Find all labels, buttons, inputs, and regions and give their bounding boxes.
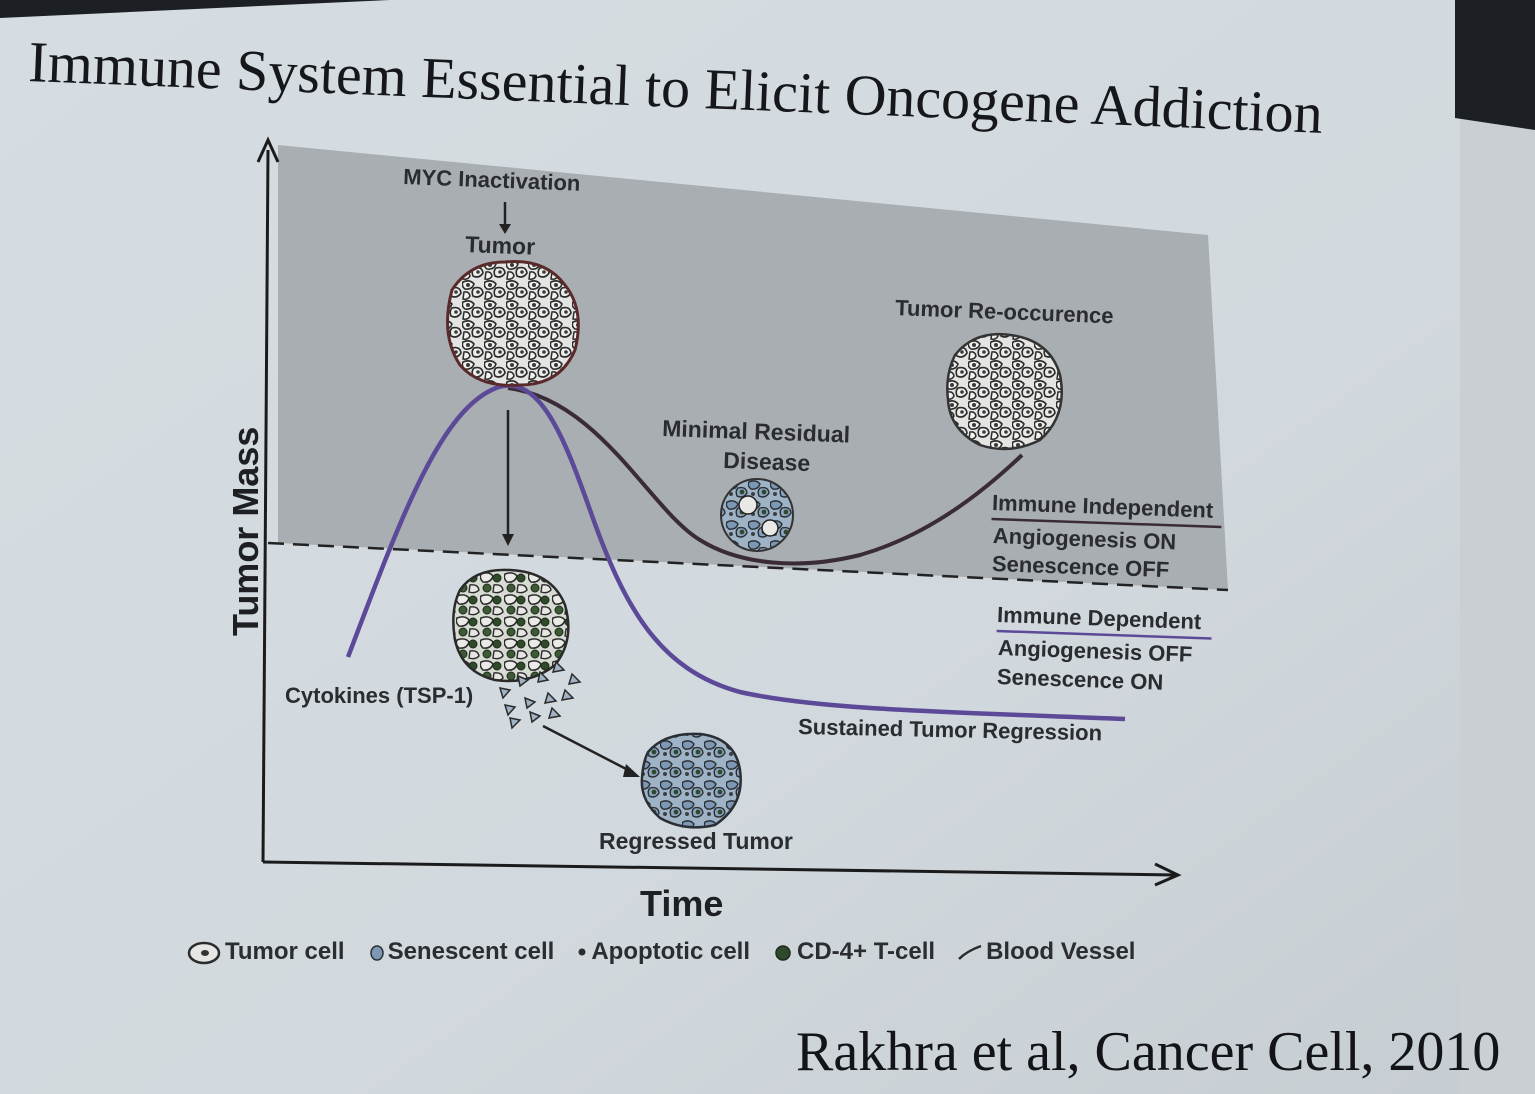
x-axis-label: Time: [640, 883, 723, 924]
immune-independent-curve: [507, 386, 1024, 566]
tumor-cell-icon: [187, 941, 221, 965]
cytokine-arrowhead: [623, 764, 640, 777]
immune-dependent-legend: Immune Dependent Angiogenesis OFF Senesc…: [996, 602, 1212, 695]
citation: Rakhra et al, Cancer Cell, 2010: [796, 1021, 1501, 1083]
x-axis: [262, 860, 1176, 877]
apoptotic-cell-icon: [578, 948, 586, 956]
cytokine-particles: [498, 660, 582, 730]
legend-senescent-cell: Senescent cell: [367, 938, 555, 966]
legend-blood-vessel-label: Blood Vessel: [986, 938, 1136, 965]
cytokine-arrow: [542, 724, 633, 774]
peak-down-arrowhead: [502, 534, 514, 546]
legend-tumor-cell-label: Tumor cell: [225, 938, 345, 965]
reoccurence-tumor-cluster: [946, 333, 1064, 451]
legend-apoptotic-cell: Apoptotic cell: [576, 938, 750, 966]
immune-independent-line2: Senescence OFF: [992, 551, 1170, 582]
legend-apoptotic-cell-label: Apoptotic cell: [591, 938, 751, 965]
y-axis-arrowhead: [256, 136, 280, 163]
threshold-dashed-line: [267, 541, 1229, 592]
cytokines-label: Cytokines (TSP-1): [285, 683, 473, 708]
legend-senescent-cell-label: Senescent cell: [387, 938, 555, 965]
immune-independent-legend: Immune Independent Angiogenesis ON Senes…: [991, 490, 1222, 582]
regressed-tumor-label: Regressed Tumor: [599, 828, 793, 854]
legend-cd4-tcell: CD-4+ T-cell: [772, 938, 935, 966]
cell-type-legend: Tumor cell Senescent cell Apoptotic cell…: [186, 938, 1157, 966]
legend-tumor-cell: Tumor cell: [186, 938, 345, 966]
tumor-label: Tumor: [465, 231, 536, 260]
immune-dependent-line2: Senescence ON: [997, 664, 1164, 695]
y-axis: [261, 149, 270, 863]
y-axis-label: Tumor Mass: [225, 427, 266, 636]
sustained-regression-label: Sustained Tumor Regression: [798, 714, 1102, 745]
regressed-tumor-cluster: [640, 732, 742, 829]
minimal-residual-label-line2: Disease: [723, 447, 811, 476]
legend-cd4-tcell-label: CD-4+ T-cell: [797, 938, 936, 965]
tcell-icon: [775, 945, 791, 961]
immune-dependent-line1: Angiogenesis OFF: [998, 635, 1193, 667]
x-axis-arrowhead: [1154, 862, 1182, 887]
tcell-infiltrated-cluster: [452, 568, 570, 683]
immune-dependent-curve: [345, 383, 1126, 722]
immune-dependent-heading: Immune Dependent: [997, 602, 1203, 634]
senescent-cell-icon: [369, 945, 384, 961]
legend-blood-vessel: Blood Vessel: [957, 938, 1135, 966]
tumor-cluster: [446, 259, 580, 387]
myc-arrowhead: [499, 224, 511, 234]
blood-vessel-icon: [958, 944, 982, 960]
immune-independent-region: [278, 145, 1228, 590]
minimal-residual-cluster: [720, 478, 794, 552]
